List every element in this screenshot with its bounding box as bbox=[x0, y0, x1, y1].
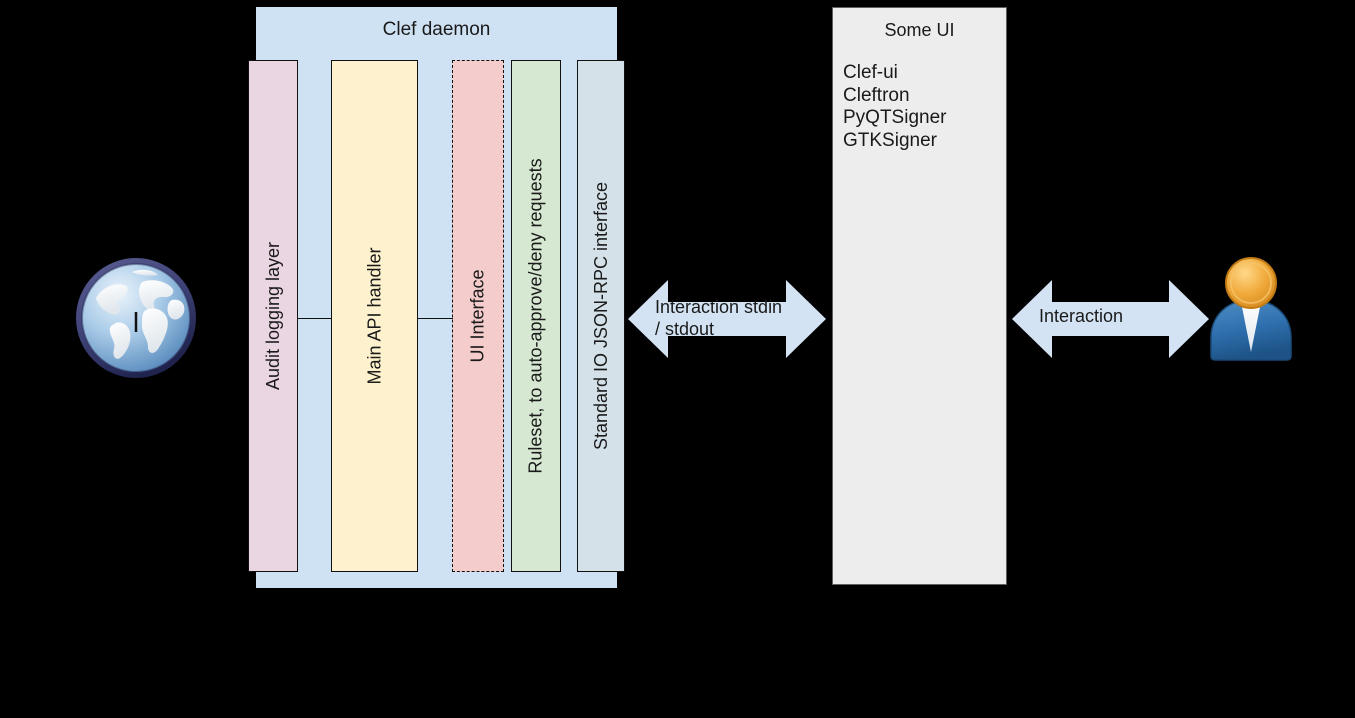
arrow-label-stdin-stdout: Interaction stdin / stdout bbox=[655, 297, 783, 339]
clef-daemon-container bbox=[256, 7, 617, 588]
list-item: PyQTSigner bbox=[843, 107, 947, 128]
some-ui-container bbox=[832, 7, 1007, 585]
column-label-uiinterface: UI Interface bbox=[468, 269, 489, 363]
connector-audit-to-mainapi bbox=[297, 318, 332, 319]
column-ruleset[interactable]: Ruleset, to auto-approve/deny requests bbox=[511, 60, 561, 572]
column-ui-interface[interactable]: UI Interface bbox=[452, 60, 504, 572]
some-ui-title: Some UI bbox=[884, 20, 955, 40]
list-item: Clef-ui bbox=[843, 62, 898, 83]
clef-daemon-title: Clef daemon bbox=[382, 19, 491, 40]
column-main-api-handler[interactable]: Main API handler bbox=[331, 60, 418, 572]
globe-icon bbox=[72, 254, 200, 382]
column-label-ruleset: Ruleset, to auto-approve/deny requests bbox=[526, 158, 547, 474]
column-label-audit: Audit logging layer bbox=[263, 241, 284, 391]
list-item: Cleftron bbox=[843, 84, 910, 106]
double-arrow-icon bbox=[628, 280, 826, 358]
column-label-mainapi: Main API handler bbox=[364, 247, 385, 385]
arrow-interaction-user[interactable] bbox=[1012, 276, 1209, 362]
connector-mainapi-to-uiinterface bbox=[417, 318, 453, 319]
double-arrow-icon bbox=[1012, 280, 1209, 358]
user-icon bbox=[1205, 256, 1297, 362]
column-label-stdio: Standard IO JSON-RPC interface bbox=[591, 181, 612, 451]
list-item: GTKSigner bbox=[843, 129, 937, 151]
column-standard-io-jsonrpc[interactable]: Standard IO JSON-RPC interface bbox=[577, 60, 625, 572]
arrow-interaction-stdin-stdout[interactable] bbox=[628, 276, 826, 362]
some-ui-list: Clef-ui Cleftron PyQTSigner GTKSigner bbox=[843, 62, 1003, 152]
column-audit-logging-layer[interactable]: Audit logging layer bbox=[248, 60, 298, 572]
arrow-label-interaction: Interaction bbox=[1039, 306, 1124, 326]
